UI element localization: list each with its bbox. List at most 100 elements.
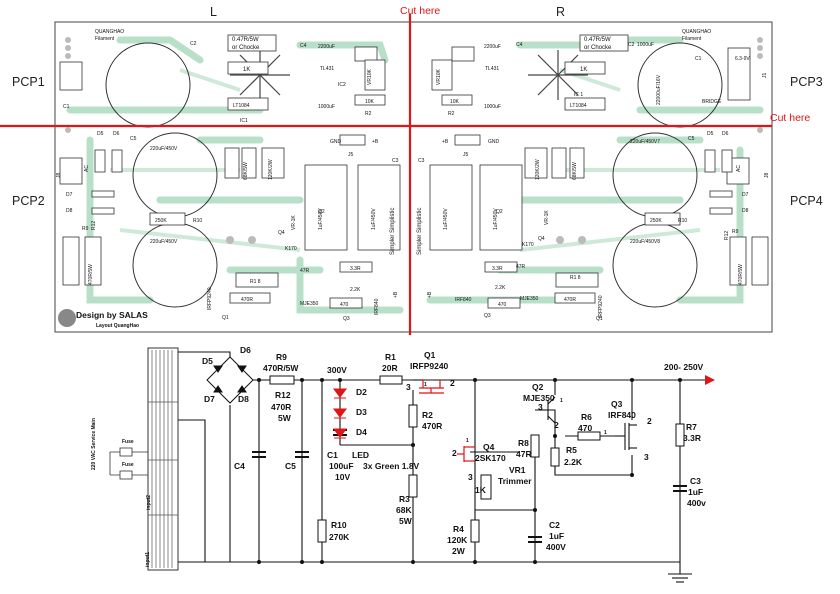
heater-brand-right-label: QUANGHAO: [682, 29, 711, 35]
q4-pin1-label: 1: [466, 438, 469, 444]
mje350-left-label: MJE350: [300, 301, 319, 307]
ic1-left-label: IC1: [240, 118, 248, 124]
q1-pin2-label: 2: [450, 378, 455, 388]
k170-left-label: K170: [285, 246, 297, 252]
q1-right-label: Q1: [596, 316, 603, 322]
q4-right-label: Q4: [538, 236, 545, 242]
cap-2200-left-label: 2200uF: [318, 44, 335, 50]
r4-power-label: 2W: [452, 546, 466, 556]
r6-label: R6: [581, 412, 592, 422]
r1-value-label: 20R: [382, 363, 398, 373]
c5-label: C5: [285, 461, 296, 471]
d3-label: D3: [356, 407, 367, 417]
j8-right-label: J8: [764, 173, 770, 179]
vr1-value-label: 1K: [475, 485, 487, 495]
pcp4-label: PCP4: [790, 194, 823, 208]
q4-label: Q4: [483, 442, 495, 452]
irfp9240-left-label: IRFP9240: [207, 287, 213, 310]
q3-pin1-label: 1: [604, 430, 607, 436]
c2-voltage-label: 400V: [546, 542, 566, 552]
j1-right-label: J1: [762, 73, 768, 79]
r3-label: R3: [399, 494, 410, 504]
q4-jfet-symbol: [457, 446, 475, 462]
irf840-right-label: IRF840: [455, 297, 472, 303]
r10-left-label: R10: [193, 218, 202, 224]
r10-label: R10: [331, 520, 347, 530]
c4-right-label: C4: [516, 42, 523, 48]
r9-right-label: R9: [732, 229, 739, 235]
r3-value-label: 68K: [396, 505, 412, 515]
fuse-b-label: Fuse: [122, 462, 134, 468]
transformer: [147, 347, 179, 571]
schematic-wires: [178, 351, 705, 583]
ic1-right-label: IC 1: [574, 92, 583, 98]
d5-right-label: D5: [707, 131, 714, 137]
r470r-right-label: 470R: [564, 297, 576, 303]
q1-part-label: IRFP9240: [410, 361, 449, 371]
c5-right-label: C5: [688, 136, 695, 142]
cap-1uf-c-label: 1uF/450V: [443, 208, 449, 230]
copper-traces: [66, 36, 764, 314]
cap-2200-right-label: 2200uF: [484, 44, 501, 50]
pcb-component-outlines: [59, 34, 769, 309]
left-channel-label: L: [210, 5, 217, 19]
resistor-symbols: [269, 375, 685, 543]
r12-value-label: 470R: [271, 402, 291, 412]
layout-credit-label: Layout QuangHao: [96, 323, 139, 329]
r250k-left-label: 250K: [155, 218, 167, 224]
cap-1000-top-right-label: 1000uF: [637, 42, 654, 48]
d8-left-label: D8: [66, 208, 73, 214]
cap-1uf-d-label: 1uF/450V: [493, 208, 499, 230]
q1-pin1-label: 1: [424, 382, 427, 388]
r4-label: R4: [453, 524, 464, 534]
d6-right-label: D6: [722, 131, 729, 137]
c3-value-label: 1uF: [688, 487, 703, 497]
ic2-left-label: IC2: [338, 82, 346, 88]
junction-dots: [257, 378, 682, 564]
r1-8-left-label: R1 8: [250, 279, 261, 285]
lt1084-left-label: LT1084: [233, 103, 250, 109]
right-channel-label: R: [556, 5, 565, 19]
vr1k-right-label: VR-1K: [544, 210, 550, 225]
heater-label-left-label: Filament: [95, 36, 115, 42]
c2-right-label: C2: [628, 42, 635, 48]
d4-label: D4: [356, 427, 367, 437]
r12-label: R12: [275, 390, 291, 400]
tl431-right-label: TL431: [485, 66, 499, 72]
c1-right-label: C1: [695, 56, 702, 62]
q3-right-label: Q3: [484, 313, 491, 319]
copper-traces-thin: [110, 68, 720, 252]
j8-left-label: J8: [56, 173, 62, 179]
cut-vertical-label: Cut here: [400, 5, 440, 17]
r3-power-label: 5W: [399, 516, 413, 526]
q3-mosfet-symbol: [615, 423, 637, 450]
d8-right-label: D8: [742, 208, 749, 214]
r7-label: R7: [686, 422, 697, 432]
q1-pin3-label: 3: [406, 382, 411, 392]
j5-right-label: J5: [463, 152, 469, 158]
c1-value-label: 100uF: [329, 461, 354, 471]
r3-3r-left-label: 3.3R: [350, 266, 361, 272]
r4-value-label: 120K: [447, 535, 468, 545]
r9-label: R9: [276, 352, 287, 362]
bridge-label: BRIDGE: [702, 99, 722, 105]
j5-left-label: J5: [348, 152, 354, 158]
c1-voltage-label: 10V: [335, 472, 350, 482]
q1-label: Q1: [424, 350, 436, 360]
plus-b-a-label: +B: [372, 139, 379, 145]
irfp9240-right-label: IRFP9240: [598, 295, 604, 318]
mounting-hole: [58, 309, 76, 327]
pcb-outline: [54, 21, 773, 333]
q4-pin2-label: 2: [452, 448, 457, 458]
c5-left-value-label: 220uF/450V: [150, 146, 178, 152]
q1-mosfet-symbol: [419, 380, 444, 394]
r5-value-label: 2.2K: [564, 457, 583, 467]
q1-left-label: Q1: [222, 315, 229, 321]
schematic: [109, 347, 715, 583]
r12-power-label: 5W: [278, 413, 292, 423]
led-label-label: LED: [352, 450, 369, 460]
q3-pin2-label: 2: [647, 416, 652, 426]
q3-pin3-label: 3: [644, 452, 649, 462]
pcp2-label: PCP2: [12, 194, 45, 208]
q4-pin3-label: 3: [468, 472, 473, 482]
